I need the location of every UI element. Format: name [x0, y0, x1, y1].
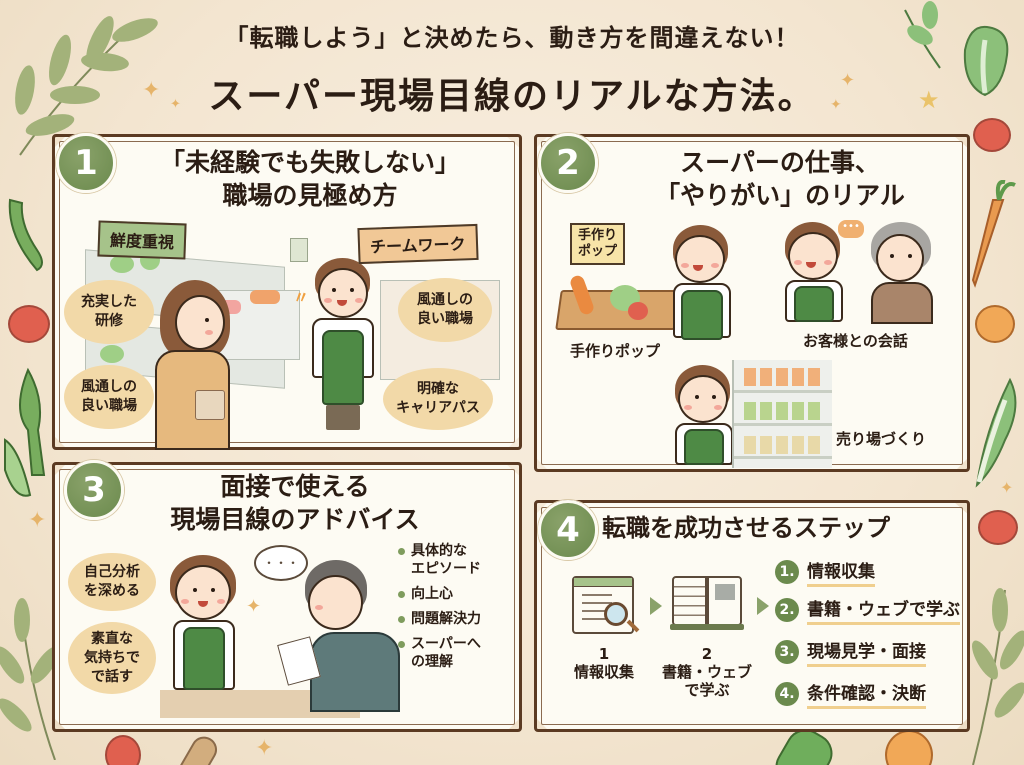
sparkle-icon: ✦ — [246, 596, 262, 617]
staff-illustration — [300, 258, 390, 433]
panel-number-badge: 1 — [56, 133, 116, 193]
panel-frame — [534, 500, 970, 732]
customer-illustration — [150, 280, 250, 450]
sign-freshness: 鮮度重視 — [97, 220, 187, 260]
interviewer-illustration — [277, 560, 400, 712]
page-title: スーパー現場目線のリアルな方法。 — [208, 76, 816, 117]
sparkle-lines-icon: 〃 — [293, 288, 310, 307]
orange-icon — [885, 730, 933, 765]
step-label: 情報収集 — [807, 557, 875, 587]
bubble-training: 充実した研修 — [64, 280, 154, 344]
document-search-icon — [572, 576, 640, 634]
speech-bubble: ・・・ — [254, 545, 308, 581]
handmade-pop-sign: 手作りポップ — [570, 223, 626, 265]
sign-teamwork: チームワーク — [357, 223, 479, 265]
cabbage-icon — [975, 377, 1017, 488]
speech-bubble-icon: ••• — [838, 220, 864, 238]
panel-number-badge: 3 — [64, 460, 124, 520]
pea-pod-icon — [8, 198, 43, 272]
panel-frame — [52, 462, 522, 732]
step-item: 4. 条件確認・決断 — [775, 675, 960, 713]
tomato-icon — [628, 302, 648, 320]
step-item: 3. 現場見学・面接 — [775, 633, 960, 671]
list-item: 問題解決力 — [398, 610, 518, 628]
leaf-spray-icon — [0, 598, 60, 760]
step-number-badge: 1. — [775, 560, 799, 584]
sparkle-icon: ✦ — [255, 736, 274, 761]
leaf-spray-icon — [904, 1, 941, 69]
panel-title: 「未経験でも失敗しない」 職場の見極め方 — [110, 146, 510, 212]
cabbage-icon — [963, 25, 1009, 97]
sparkle-icon: ✦ — [170, 97, 181, 112]
step-label: 条件確認・決断 — [807, 679, 926, 709]
hanging-sign-icon — [290, 238, 308, 262]
panel-title: 転職を成功させるステップ — [602, 514, 890, 542]
step-label: 現場見学・面接 — [807, 637, 926, 667]
tomato-icon — [8, 305, 50, 343]
star-icon: ★ — [918, 86, 940, 114]
staff-conversation-illustration — [780, 222, 850, 322]
caption-customer-conversation: お客様との会話 — [803, 332, 908, 350]
panel-title-line: 面接で使える — [220, 472, 370, 501]
open-book-icon — [670, 576, 744, 630]
panel-number-badge: 2 — [538, 133, 598, 193]
page-header: 「転職しよう」と決めたら、動き方を間違えない！ スーパー現場目線のリアルな方法。 — [0, 18, 1024, 119]
caption-handmade-pop: 手作りポップ — [570, 342, 661, 360]
step-item: 1. 情報収集 — [775, 553, 960, 591]
sparkle-icon: ✦ — [142, 78, 161, 103]
flow-arrow-icon — [757, 597, 769, 615]
step-number-badge: 3. — [775, 640, 799, 664]
cucumber-icon — [174, 731, 222, 765]
tomato-icon — [973, 118, 1011, 152]
orange-icon — [975, 305, 1015, 343]
sparkle-icon: ✦ — [28, 508, 47, 533]
step-number-badge: 2. — [775, 598, 799, 622]
interview-points-list: 具体的な エピソード 向上心 問題解決力 スーパーへ の理解 — [398, 542, 518, 678]
step-label: 書籍・ウェブで学ぶ — [807, 595, 960, 625]
bubble-open-workplace: 風通しの良い職場 — [64, 365, 154, 429]
leaf-spray-icon — [15, 16, 158, 156]
list-item: 向上心 — [398, 585, 518, 603]
bubble-open-workplace-2: 風通しの良い職場 — [398, 278, 492, 342]
cabbage-icon — [4, 367, 46, 497]
list-item: 具体的な エピソード — [398, 542, 518, 578]
panel-number-badge: 4 — [538, 500, 598, 560]
panel-title-line: 「やりがい」のリアル — [655, 181, 905, 210]
flow-arrow-icon — [650, 597, 662, 615]
panel-title-line: 現場目線のアドバイス — [170, 505, 420, 534]
carrot-icon — [971, 180, 1016, 288]
applicant-illustration — [165, 555, 245, 695]
sparkle-icon: ✦ — [830, 97, 842, 113]
tomato-icon — [978, 510, 1018, 545]
flow-step-2: 2 書籍・ウェブ で学ぶ — [661, 645, 752, 699]
leaf-spray-icon — [972, 588, 1024, 765]
elderly-customer-illustration — [868, 222, 938, 324]
sparkle-icon: ✦ — [840, 70, 856, 91]
panel-title-line: 職場の見極め方 — [222, 181, 398, 210]
page-subtitle: 「転職しよう」と決めたら、動き方を間違えない！ — [224, 24, 800, 52]
panel-title: 面接で使える 現場目線のアドバイス — [110, 470, 480, 536]
panel-title-line: 「未経験でも失敗しない」 — [159, 148, 460, 177]
staff-shelving-illustration — [670, 365, 740, 465]
panel-title: スーパーの仕事、 「やりがい」のリアル — [600, 146, 960, 212]
list-item: スーパーへ の理解 — [398, 635, 518, 671]
tomato-icon — [105, 735, 141, 765]
steps-list: 1. 情報収集 2. 書籍・ウェブで学ぶ 3. 現場見学・面接 4. 条件確認・… — [775, 553, 960, 713]
bubble-honest-feelings: 素直な気持ちでで話す — [68, 622, 156, 694]
product-shelf — [732, 360, 832, 468]
panel-title-line: スーパーの仕事、 — [680, 148, 880, 177]
staff-pop-illustration — [665, 225, 740, 340]
sparkle-icon: ✦ — [1000, 478, 1014, 497]
panel-frame — [52, 134, 522, 450]
bubble-career-path: 明確なキャリアパス — [383, 368, 493, 430]
flow-step-1: 1 情報収集 — [573, 645, 634, 681]
step-number-badge: 4. — [775, 682, 799, 706]
caption-sales-floor: 売り場づくり — [836, 430, 927, 448]
step-item: 2. 書籍・ウェブで学ぶ — [775, 591, 960, 629]
bubble-self-analysis: 自己分析を深める — [68, 553, 156, 611]
